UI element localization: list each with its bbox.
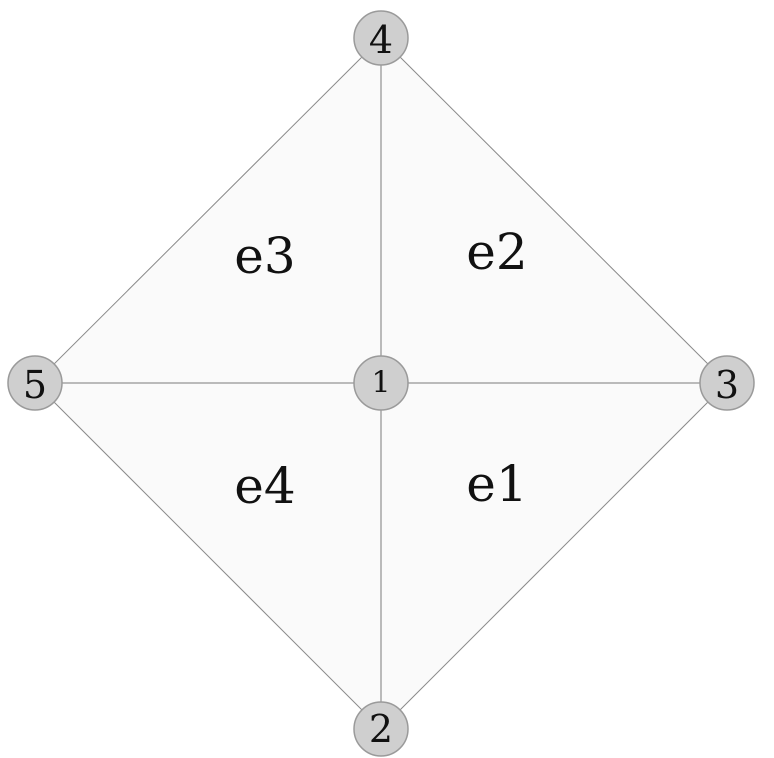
node-4: 4: [353, 10, 409, 66]
node-5-circle: [7, 355, 63, 411]
element-label-e2: e2: [466, 223, 527, 281]
node-2-circle: [353, 701, 409, 757]
node-5: 5: [7, 355, 63, 411]
element-label-e3: e3: [234, 227, 295, 285]
element-labels: e1 e2 e3 e4: [234, 223, 527, 515]
node-3-label: 3: [715, 363, 739, 407]
mesh-edges: [34, 37, 728, 730]
node-3-circle: [699, 355, 755, 411]
edge-5-4: [34, 37, 382, 384]
edge-4-3: [380, 37, 728, 384]
node-1: 1: [353, 355, 409, 411]
node-4-label: 4: [369, 18, 393, 62]
node-4-circle: [353, 10, 409, 66]
mesh-nodes: 1 2 3 4 5: [7, 10, 755, 757]
node-2: 2: [353, 701, 409, 757]
element-label-e4: e4: [234, 457, 295, 515]
edge-2-5: [34, 382, 382, 730]
edge-3-2: [380, 382, 728, 730]
node-5-label: 5: [23, 363, 47, 407]
node-1-circle: [353, 355, 409, 411]
element-label-e1: e1: [466, 455, 527, 513]
node-1-label: 1: [371, 366, 390, 401]
node-2-label: 2: [369, 707, 393, 751]
node-3: 3: [699, 355, 755, 411]
